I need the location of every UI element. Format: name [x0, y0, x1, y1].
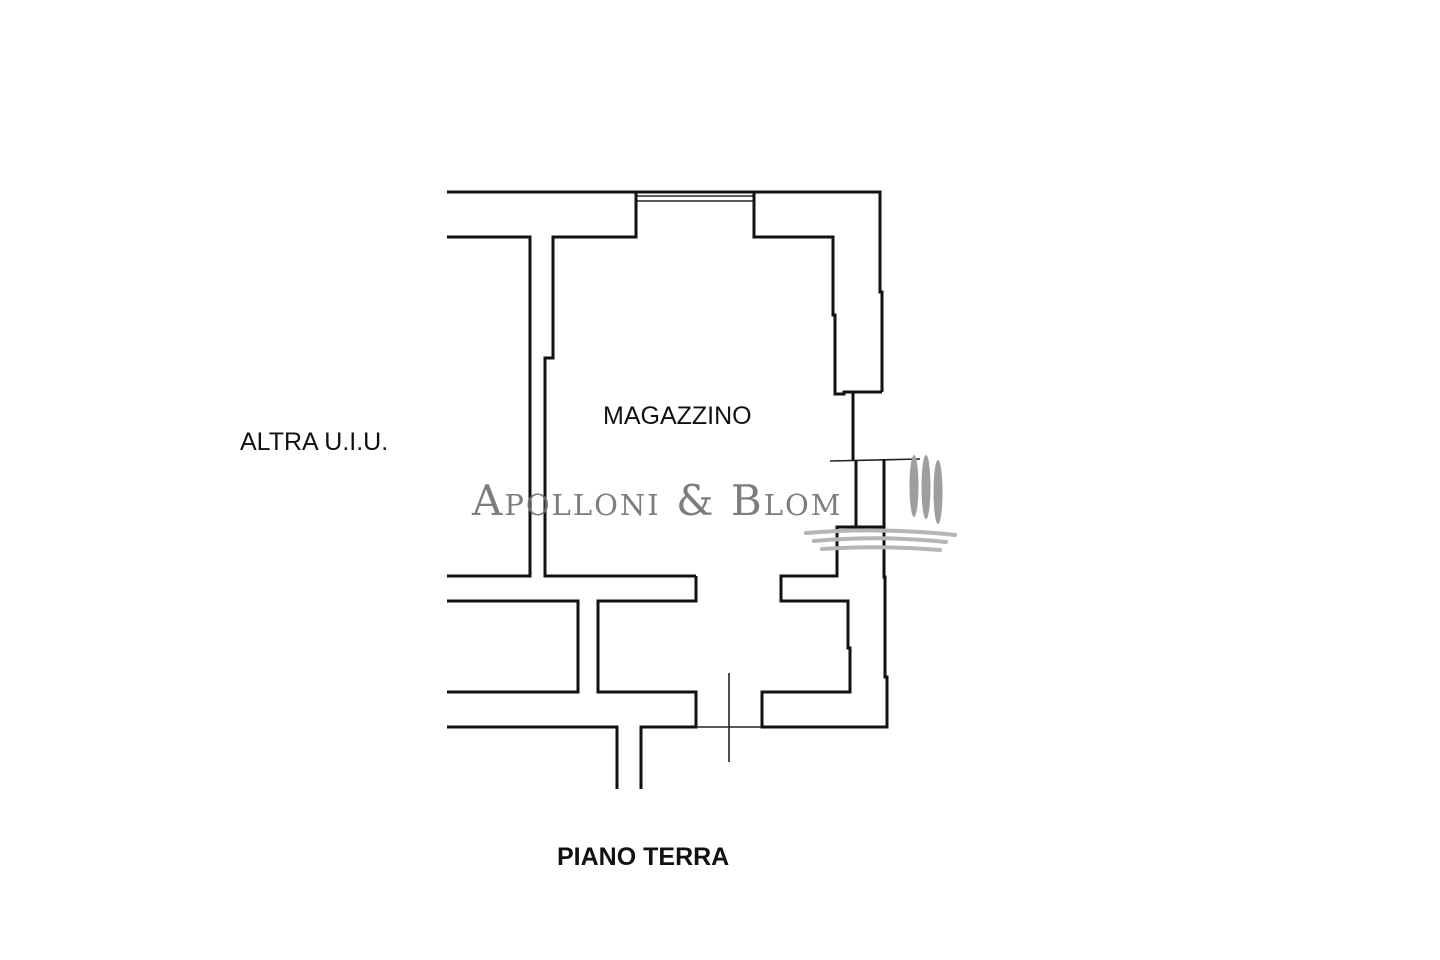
room-wall: [543, 192, 696, 578]
room-label: MAGAZZINO: [603, 402, 752, 430]
floor-title: PIANO TERRA: [557, 843, 730, 871]
logo-waves-icon: [804, 528, 957, 552]
logo-cypress-icon: [909, 455, 943, 524]
lower-left-block: [447, 599, 580, 694]
watermark-logo-text: Apolloni & Blom: [472, 476, 843, 525]
lower-corridor-wall: [447, 725, 619, 789]
entrance-door: [696, 673, 762, 762]
outer-wall-top-right: [447, 190, 884, 392]
section-line: [829, 458, 921, 462]
adjacent-unit-label: ALTRA U.I.U.: [240, 428, 389, 456]
corridor-wall-left: [447, 235, 532, 578]
window: [636, 195, 754, 202]
room-wall-right: [752, 192, 882, 396]
outer-wall-right: [760, 459, 889, 729]
lower-middle-block: [596, 576, 698, 789]
